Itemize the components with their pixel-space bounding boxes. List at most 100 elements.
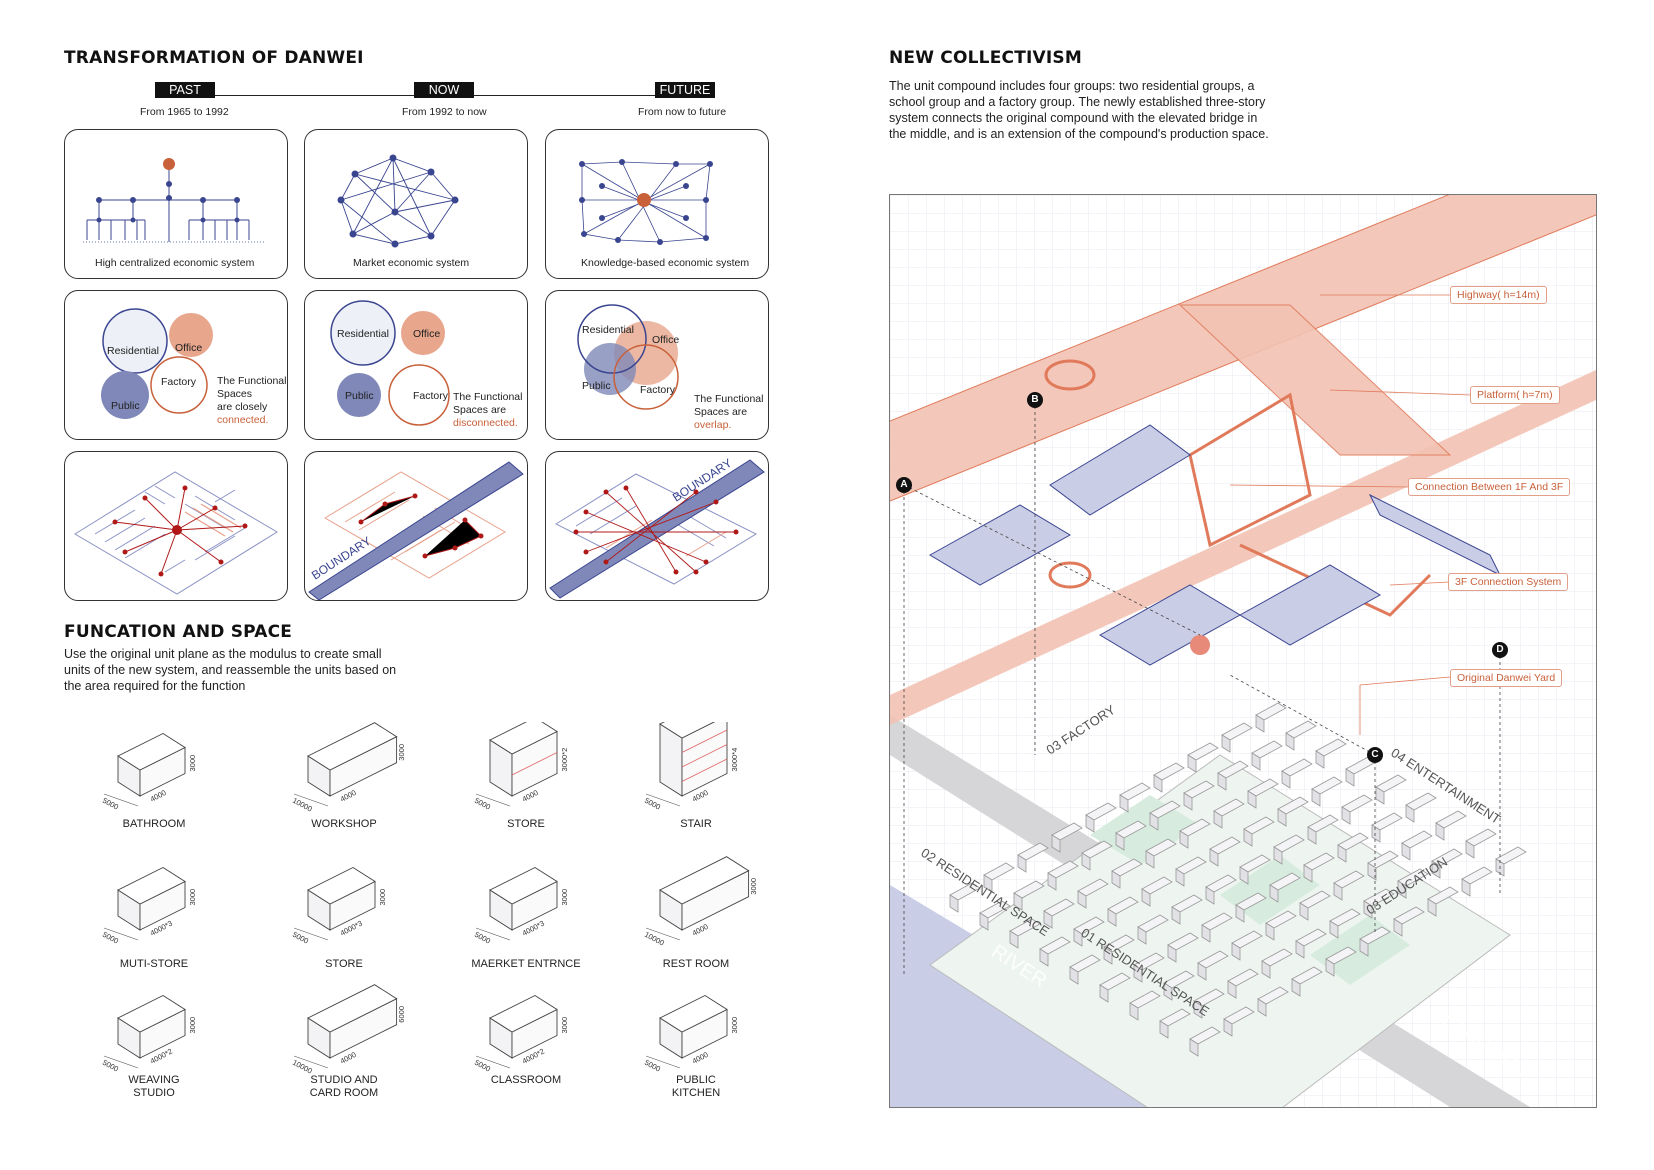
- site-building-side: [1167, 944, 1177, 963]
- unit-dim-1: 5000: [101, 1058, 120, 1074]
- axonometric-illustration: 03 FACTORY 04 ENTERTAINMENT 02 RESIDENTI…: [890, 195, 1596, 1107]
- site-building-side: [1345, 768, 1355, 787]
- plan-centralized-illustration: [74, 471, 278, 595]
- venn1-office: Office: [175, 342, 202, 354]
- site-building-side: [1285, 732, 1295, 751]
- site-building-side: [1307, 826, 1317, 845]
- unit-dim-height: 3000*4: [730, 748, 739, 772]
- site-building-side: [1043, 910, 1053, 929]
- unit-label: WORKSHOP: [311, 818, 377, 830]
- site-building-side: [1217, 772, 1227, 791]
- marker-d: D: [1492, 642, 1508, 658]
- plan-boundary-illustration: BOUNDARY: [308, 461, 524, 600]
- site-building-side: [1325, 958, 1335, 977]
- unit-dim-height: 3000: [188, 755, 197, 772]
- site-building-side: [1265, 922, 1275, 941]
- venn2-residential: Residential: [337, 328, 389, 340]
- timeline-future: FUTURE: [655, 82, 715, 98]
- site-building-side: [1137, 926, 1147, 945]
- site-building-side: [1017, 854, 1027, 873]
- unit-dim-1: 5000: [473, 930, 492, 946]
- site-building-side: [1183, 792, 1193, 811]
- site-building-side: [1405, 804, 1415, 823]
- timeline-future-range: From now to future: [638, 106, 727, 118]
- site-building-side: [1401, 842, 1411, 861]
- timeline-now: NOW: [414, 82, 474, 98]
- caption-market: Market economic system: [353, 257, 470, 269]
- panel-venn-disconnected: Residential Office Public Factory The Fu…: [304, 290, 528, 440]
- transformation-title: TRANSFORMATION OF DANWEI: [64, 48, 364, 68]
- site-building-side: [1359, 938, 1369, 957]
- venn1-factory: Factory: [161, 376, 197, 388]
- caption-centralized: High centralized economic system: [95, 257, 255, 269]
- site-building-side: [1311, 788, 1321, 807]
- site-building-side: [1085, 814, 1095, 833]
- unit-dim-1: 5000: [291, 930, 310, 946]
- venn-connected-diagram: Residential Office Public Factory: [101, 308, 213, 419]
- site-building-side: [1197, 962, 1207, 981]
- site-building-side: [1119, 794, 1129, 813]
- unit-label: REST ROOM: [662, 958, 730, 970]
- site-building-side: [1129, 1002, 1139, 1021]
- unit-dim-1: 5000: [473, 1058, 492, 1074]
- site-building-side: [1431, 860, 1441, 879]
- venn3-public: Public: [582, 380, 611, 392]
- function-description: Use the original unit plane as the modul…: [64, 647, 397, 693]
- unit-label: STORE: [325, 958, 363, 970]
- site-building-side: [1081, 852, 1091, 871]
- site-building-side: [1243, 828, 1253, 847]
- site-building-side: [1179, 830, 1189, 849]
- site-building-side: [1367, 862, 1377, 881]
- unit-dim-1: 5000: [643, 796, 662, 812]
- site-building-side: [1103, 946, 1113, 965]
- site-building-side: [1337, 844, 1347, 863]
- unit-dim-height: 3000: [378, 889, 387, 906]
- venn2-office: Office: [413, 328, 440, 340]
- site-building-side: [1273, 846, 1283, 865]
- site-building-side: [1099, 984, 1109, 1003]
- unit-label: MAERKET ENTRNCE: [471, 958, 581, 970]
- site-building-side: [1193, 1000, 1203, 1019]
- site-building-side: [1153, 774, 1163, 793]
- site-building-side: [1341, 806, 1351, 825]
- venn3-office: Office: [652, 334, 679, 346]
- site-building-side: [1051, 834, 1061, 853]
- unit-dim-height: 3000: [560, 1017, 569, 1034]
- site-building-side: [1133, 964, 1143, 983]
- unit-dim-1: 5000: [643, 1058, 662, 1074]
- site-building-side: [1329, 920, 1339, 939]
- site-building-side: [1269, 884, 1279, 903]
- tree-network-diagram: [83, 158, 265, 243]
- site-building-side: [1213, 810, 1223, 829]
- site-building-side: [1235, 904, 1245, 923]
- site-building-side: [1221, 734, 1231, 753]
- site-building-side: [1397, 880, 1407, 899]
- unit-label: BATHROOM: [122, 818, 186, 830]
- site-building-side: [1187, 754, 1197, 773]
- callout-3f-system: 3F Connection System: [1448, 573, 1569, 591]
- unit-dim-1: 10000: [291, 796, 314, 814]
- collectivism-description: The unit compound includes four groups: …: [889, 79, 1269, 141]
- unit-dim-height: 3000: [730, 1017, 739, 1034]
- unit-dim-1: 5000: [473, 796, 492, 812]
- collectivism-title: NEW COLLECTIVISM: [889, 48, 1082, 68]
- caption-knowledge: Knowledge-based economic system: [581, 257, 750, 269]
- site-building-side: [1375, 786, 1385, 805]
- unit-dim-1: 10000: [643, 930, 666, 948]
- unit-dim-height: 3000: [397, 744, 406, 761]
